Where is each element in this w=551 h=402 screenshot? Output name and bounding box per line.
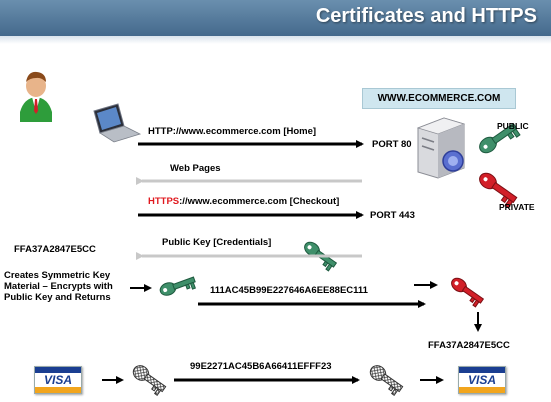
header-bar: Certificates and HTTPS xyxy=(0,0,551,36)
web-pages-label: Web Pages xyxy=(170,163,221,174)
user-icon xyxy=(20,71,52,122)
https-url: ://www.ecommerce.com [Checkout] xyxy=(179,196,340,207)
server-private-key-icon xyxy=(451,277,485,308)
https-prefix: HTTPS xyxy=(148,196,180,207)
visa-card-source-label: VISA xyxy=(43,373,72,387)
http-request-label: HTTP://www.ecommerce.com [Home] xyxy=(148,126,317,137)
page-title: Certificates and HTTPS xyxy=(315,5,537,27)
private-key-label: PRIVATE xyxy=(499,202,535,212)
port-443-label: PORT 443 xyxy=(370,210,415,221)
symmetric-key-note: Creates Symmetric Key Material – Encrypt… xyxy=(4,270,113,303)
public-key-icon xyxy=(479,122,521,154)
laptop-icon xyxy=(93,103,142,143)
visa-card-decrypted-icon: VISA xyxy=(458,366,506,394)
public-key-label: PUBLIC xyxy=(497,121,529,131)
client-key-value: FFA37A2847E5CC xyxy=(14,244,96,255)
server-key-value: FFA37A2847E5CC xyxy=(428,340,510,351)
private-key-icon xyxy=(479,172,518,209)
site-label-box: WWW.ECOMMERCE.COM xyxy=(362,88,516,109)
visa-card-source-icon: VISA xyxy=(34,366,82,394)
visa-card-decrypted-label: VISA xyxy=(467,373,496,387)
public-key-credentials-label: Public Key [Credentials] xyxy=(162,237,272,248)
symmetric-key-left-icon xyxy=(132,365,167,396)
server-icon xyxy=(416,117,466,179)
https-request-label: HTTPS://www.ecommerce.com [Checkout] xyxy=(148,196,339,207)
encrypted-key-value: 111AC45B99E227646A6EE88EC111 xyxy=(210,285,368,296)
symmetric-key-right-icon xyxy=(369,365,404,396)
port-80-label: PORT 80 xyxy=(372,139,412,150)
header-band xyxy=(0,36,551,44)
encrypted-card-value: 99E2271AC45B6A66411EFFF23 xyxy=(190,361,332,372)
client-public-key-icon xyxy=(159,276,196,296)
